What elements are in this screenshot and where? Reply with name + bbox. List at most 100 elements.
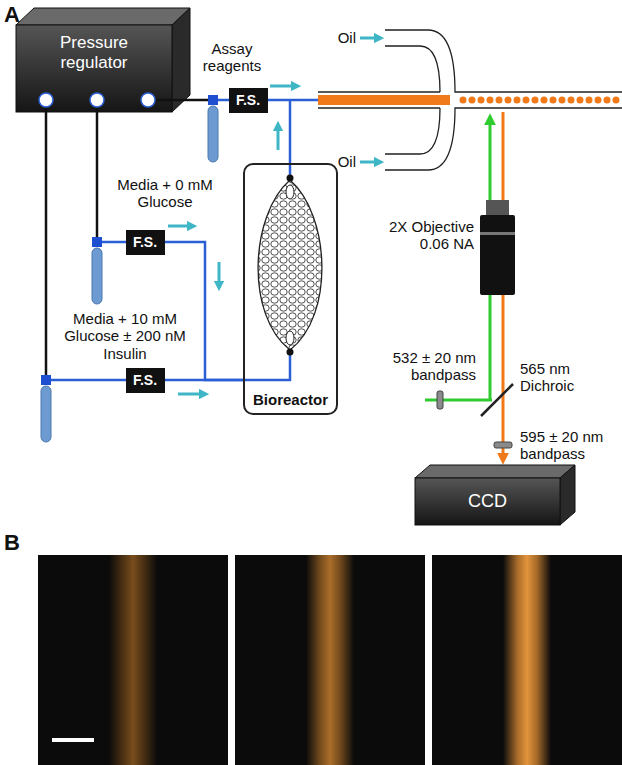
pressure-line [96,107,99,237]
bioreactor-chamber [258,180,322,350]
ccd-housing [560,465,575,525]
tube-cap [208,95,218,105]
filter-label: 532 ± 20 nm bandpass [380,349,476,384]
aqueous-stream [318,95,450,105]
node-text: F.S. [133,372,157,388]
fluid-line [245,352,290,380]
flow-arrow [178,393,204,396]
flow-arrow [360,37,379,40]
node-text: Bioreactor [253,391,328,408]
micrograph [503,555,551,765]
droplet [559,97,566,104]
flow-sensor: F.S. [126,230,165,255]
micrograph [235,555,425,765]
pressure-regulator-housing [16,8,190,112]
reservoir-label: Assay reagents [192,40,272,75]
reservoir-tube [208,106,218,162]
panel-letter: B [4,530,30,555]
flow-arrow [360,161,379,164]
droplet-channel [318,30,622,170]
droplet [586,97,593,104]
bioreactor-chamber [287,175,294,182]
flow-arrow [277,126,280,150]
droplet [541,97,548,104]
micrograph [432,555,622,765]
droplet [487,97,494,104]
ccd-housing [415,478,560,525]
ccd-housing [415,465,575,525]
droplet [604,97,611,104]
fluid-line [289,100,292,178]
pressure-regulator-housing [16,8,190,25]
bandpass-filter [437,391,443,409]
optics-label: 2X Objective 0.06 NA [380,218,474,253]
ccd-housing [415,465,575,478]
oil-label: Oil [314,29,356,46]
droplet [595,97,602,104]
tube-cap [92,237,102,247]
filter-label: 595 ± 20 nm bandpass [520,428,616,463]
pressure-line [155,99,208,102]
droplet-channel [385,46,440,92]
node-text: F.S. [133,234,157,250]
objective-lens [486,200,509,216]
aqueous-stream [318,95,450,105]
fluid-connector [165,379,244,382]
reservoir-tube [92,248,102,304]
objective-lens [480,200,515,295]
micrograph [38,555,622,765]
micrograph [109,555,157,765]
ccd-camera: CCD [415,478,560,525]
dichroic-mirror [481,384,513,416]
droplet-channel [385,108,440,154]
media-label: Media + 0 mM Glucose [103,176,227,211]
flow-arrow [168,225,192,228]
tube-cap [41,375,51,385]
node-text: CCD [468,491,507,512]
oil-label: Oil [314,153,356,170]
reservoir-tube [41,106,218,442]
droplet-channel [318,107,440,108]
droplet [505,97,512,104]
scale-bar [52,738,94,742]
droplet [613,97,620,104]
objective-lens [480,232,515,235]
pressure-line [46,100,208,375]
pressure-regulator: Pressure regulator [16,25,172,112]
pressure-regulator-housing [172,8,190,112]
flow-sensor: F.S. [229,88,268,113]
droplet [460,97,620,104]
micrograph [38,555,228,765]
pressure-line [45,107,48,375]
droplet [514,97,521,104]
dichroic-label: 565 nm Dichroic [520,360,594,395]
objective-lens [480,215,515,295]
droplet [577,97,584,104]
bioreactor-chamber [286,331,294,345]
droplet [478,97,485,104]
bioreactor-chamber [258,175,322,356]
scale-bar [52,738,94,742]
excitation-beam [425,399,492,402]
tube-cap [41,95,218,385]
flow-arrow [270,85,296,88]
droplet [550,97,557,104]
droplet-channel [318,91,440,92]
droplet [523,97,530,104]
droplet [532,97,539,104]
pressure-port [39,93,155,107]
bioreactor-chamber [287,349,294,356]
flow-arrow [218,262,221,286]
bandpass-filter [494,442,512,448]
micrograph [306,555,354,765]
media-label: Media + 10 mM Glucose ± 200 nM Insulin [58,310,192,362]
droplet [568,97,575,104]
pressure-regulator-housing [16,25,172,112]
bioreactor-chamber [286,185,294,199]
flow-sensor: F.S. [126,368,165,393]
node-text: F.S. [236,92,260,108]
pressure-port [39,93,53,107]
droplet [460,97,467,104]
droplet-channel [385,30,622,92]
